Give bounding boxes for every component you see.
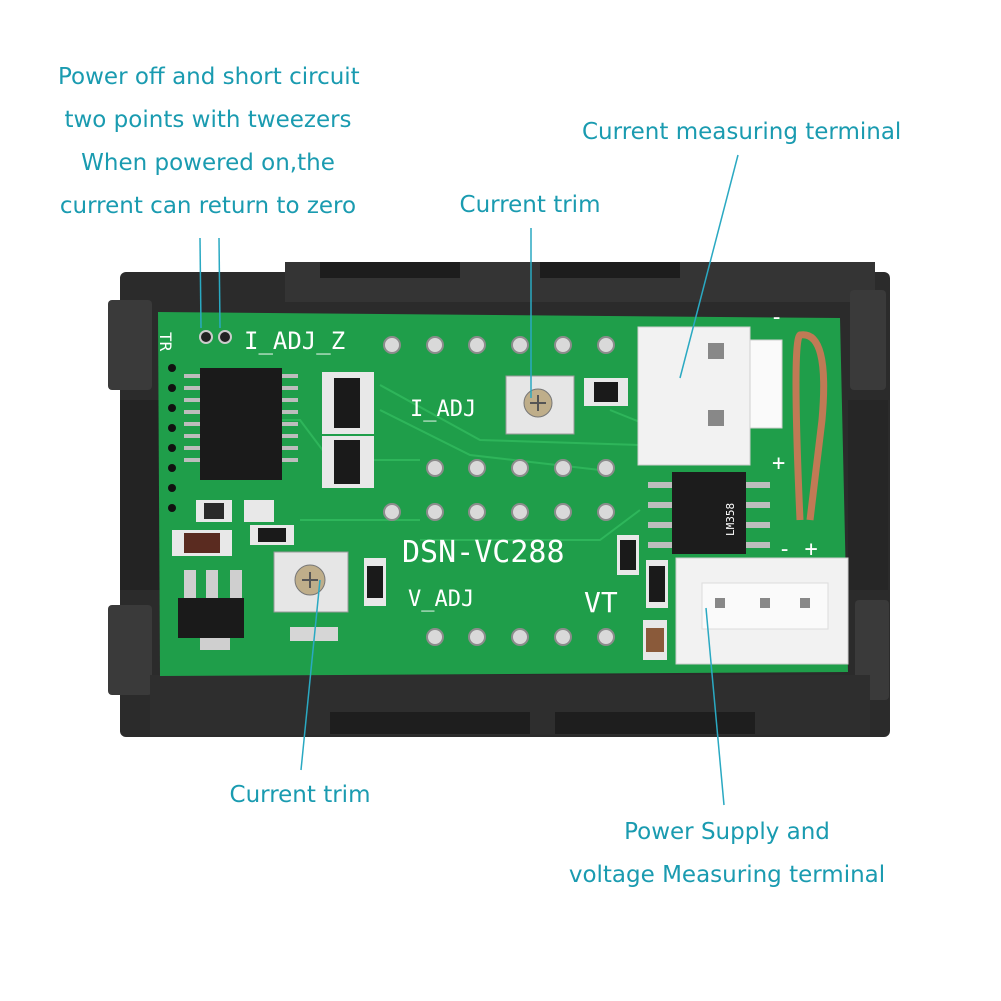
voltage-regulator: [178, 570, 244, 650]
current-trim-bottom-label: Current trim: [229, 782, 371, 808]
tr-header-pins: [168, 364, 176, 512]
pcb-label-i-adj-z: I_ADJ_Z: [244, 327, 345, 355]
current-trim-top-label: Current trim: [459, 192, 601, 218]
pcb-label-vt: VT: [584, 586, 618, 619]
zero-return-line-4: current can return to zero: [59, 193, 357, 219]
main-ic: [184, 368, 298, 480]
leader-zero-return-1: [199, 237, 202, 329]
pcb-label-minus-top: -: [770, 305, 783, 330]
zero-return-line-3: When powered on,the: [81, 150, 335, 176]
shunt-wire: [792, 331, 828, 521]
leader-current-measuring: [679, 154, 739, 379]
power-supply-connector: [675, 557, 849, 665]
zero-return-line-1: Power off and short circuit: [58, 64, 360, 90]
zero-return-line-2: two points with tweezers: [64, 107, 352, 133]
pcb-label-plus-top: +: [772, 451, 785, 476]
pcb-label-chip: LM358: [724, 503, 737, 536]
zero-return-callout: Power off and short circuit two points w…: [58, 56, 360, 228]
power-supply-line-2: voltage Measuring terminal: [568, 862, 886, 888]
leader-zero-return-2: [218, 237, 221, 329]
pcb-label-model: DSN-VC288: [402, 535, 565, 570]
leader-lines: [199, 154, 739, 806]
current-trim-pot-top: [505, 375, 575, 435]
power-supply-line-1: Power Supply and: [624, 819, 830, 845]
short-pad-1: [199, 330, 213, 344]
leader-power-supply: [705, 607, 725, 806]
current-measuring-connector: [637, 326, 783, 466]
pcb-label-minus-plus: - +: [778, 537, 818, 562]
test-points: [383, 336, 615, 646]
power-supply-callout: Power Supply and voltage Measuring termi…: [568, 811, 886, 897]
pcb-label-tr: TR: [156, 332, 175, 352]
current-trim-pot-bottom: [273, 551, 349, 613]
leader-current-trim-bottom: [300, 579, 321, 771]
current-measuring-terminal-label: Current measuring terminal: [582, 119, 902, 145]
lm358-chip: [648, 472, 770, 554]
pcb-label-v-adj: V_ADJ: [408, 587, 474, 612]
pcb-label-i-adj: I_ADJ: [410, 397, 476, 422]
short-pad-2: [218, 330, 232, 344]
pcb: I_ADJ_Z I_ADJ DSN-VC288 V_ADJ VT TR LM35…: [156, 305, 849, 676]
